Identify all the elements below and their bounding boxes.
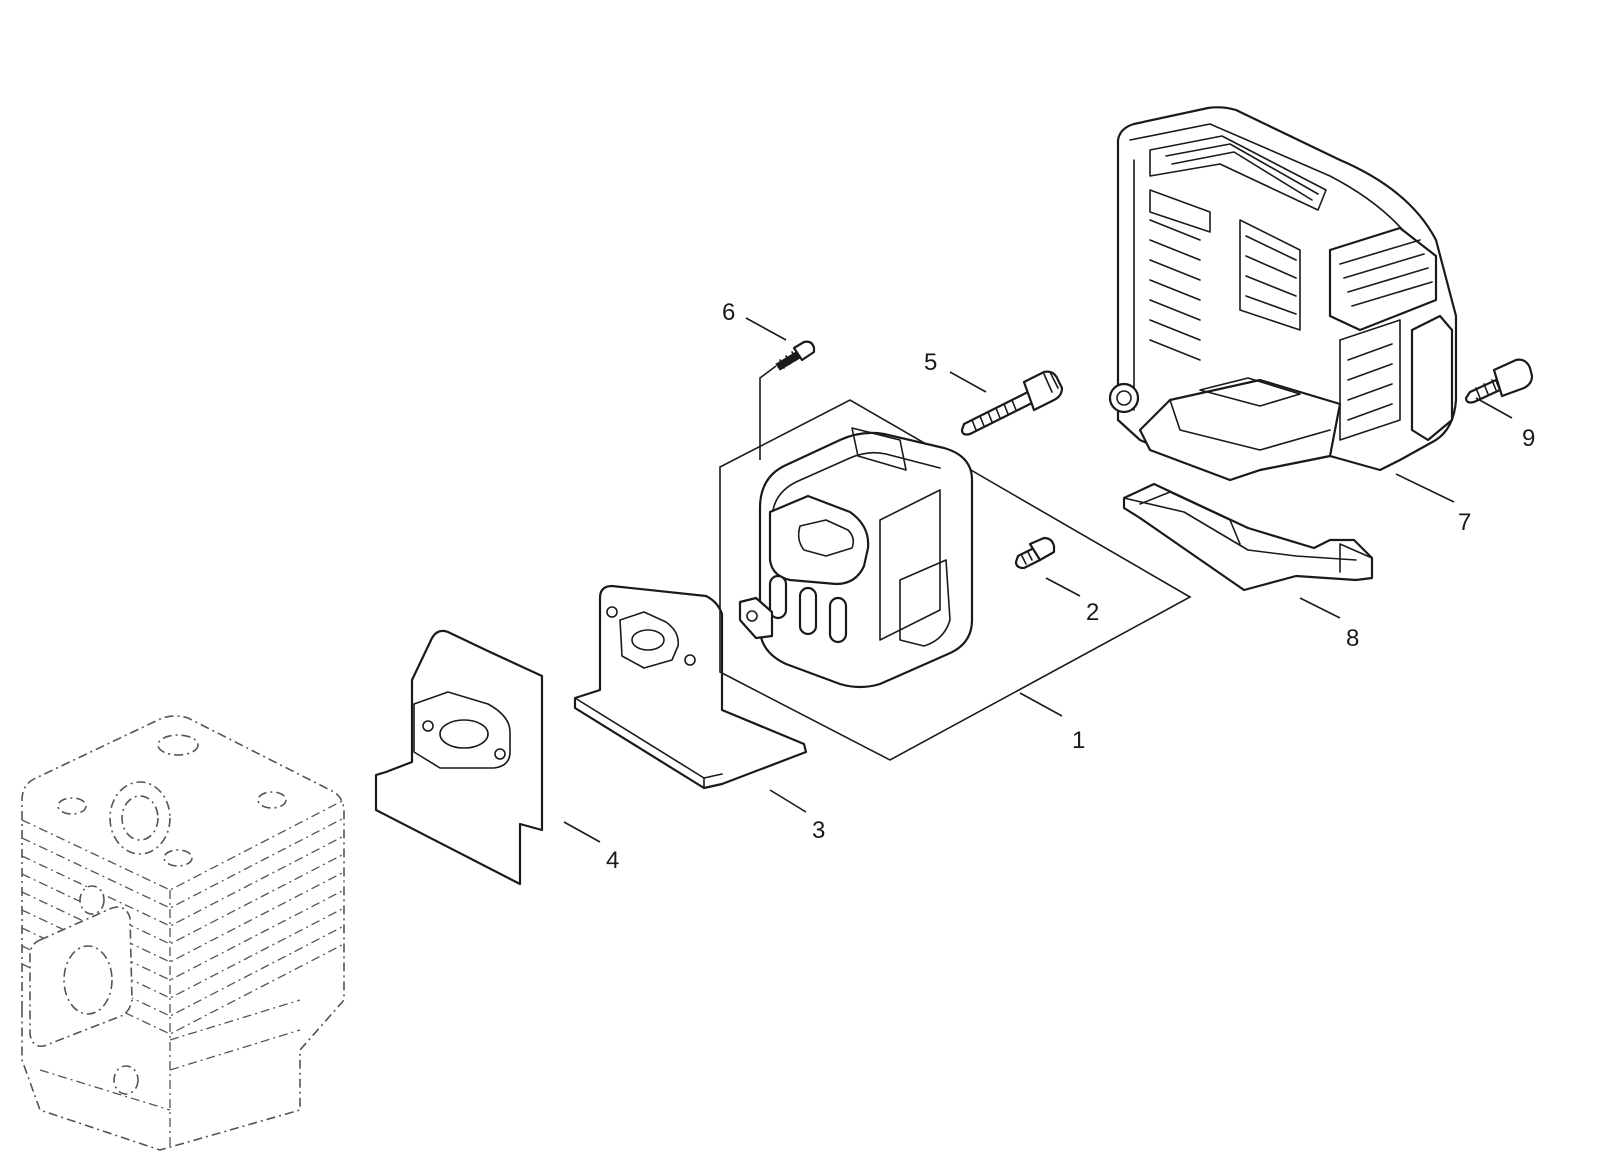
- screw-icon: [1014, 536, 1056, 570]
- gasket-icon: [374, 629, 544, 886]
- callout-8: 8: [1346, 625, 1359, 652]
- callout-4: 4: [606, 847, 619, 874]
- bolt-icon: [1464, 358, 1534, 404]
- callout-6: 6: [722, 299, 735, 326]
- muffler-icon: [719, 399, 1192, 761]
- screw-icon: [775, 340, 816, 371]
- callout-9: 9: [1522, 425, 1535, 452]
- callout-2: 2: [1086, 599, 1099, 626]
- callout-1: 1: [1072, 727, 1085, 754]
- leader-lines: [563, 317, 1513, 843]
- muffler-cover-icon: [1108, 106, 1458, 482]
- callout-3: 3: [812, 817, 825, 844]
- cylinder-icon: [21, 715, 345, 1151]
- callout-5: 5: [924, 349, 937, 376]
- callout-labels: 1 2 3 4 5 6 7 8 9: [606, 299, 1535, 874]
- bolt-icon: [960, 370, 1064, 436]
- callout-7: 7: [1458, 509, 1471, 536]
- guide-plate-icon: [1122, 482, 1374, 592]
- heat-shield-plate-icon: [573, 584, 808, 790]
